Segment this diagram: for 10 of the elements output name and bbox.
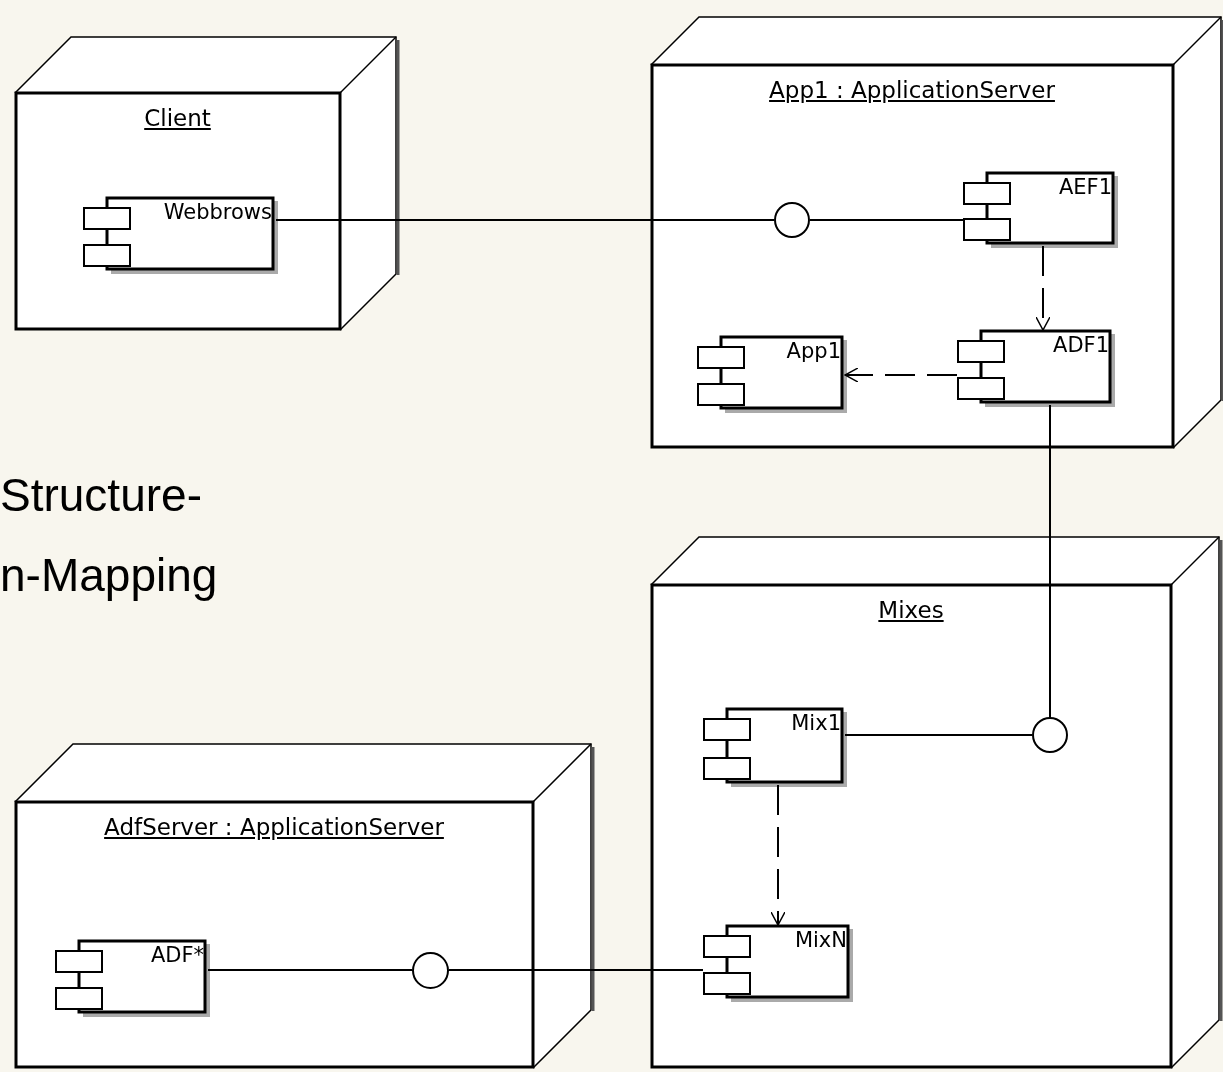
connector-line [275,219,775,221]
slide-text: Structure- [0,468,202,522]
component-name: App1 [786,339,841,363]
dependency-arrow [844,367,958,383]
connector-line [809,219,964,221]
node-title: App1 : ApplicationServer [768,77,1056,103]
slide-text: n-Mapping [0,548,218,602]
component-name: AEF1 [1058,175,1112,199]
dependency-arrow [1035,245,1051,331]
component-name: ADF1 [1053,333,1109,357]
